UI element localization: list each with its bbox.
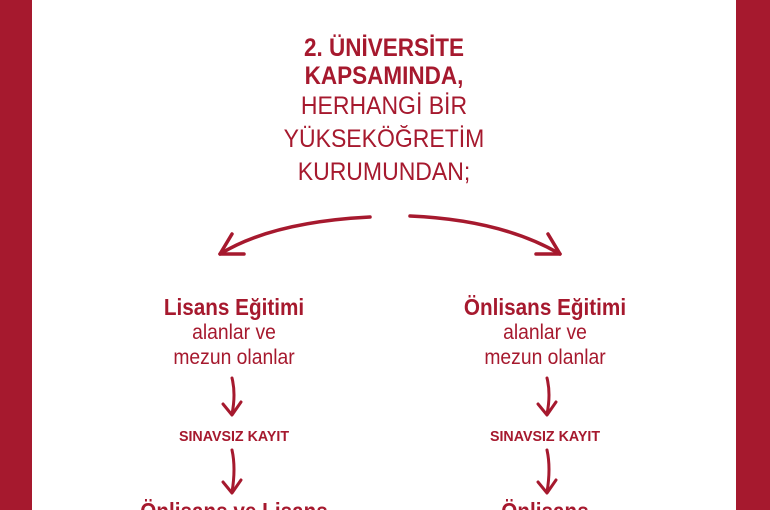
header-line-4: YÜKSEKÖĞRETİM	[283, 125, 485, 153]
column-desc-line-1: alanlar ve	[503, 321, 587, 344]
down-arrow-icon	[221, 376, 243, 417]
column-lisans: Lisans Eğitimi alanlar ve mezun olanlar …	[84, 0, 384, 510]
header-line-3: HERHANGİ BİR	[300, 92, 468, 120]
result-label: Önlisans ve Lisans	[99, 498, 369, 510]
right-arrowhead	[534, 232, 562, 256]
header-line-2: KAPSAMINDA,	[304, 62, 464, 90]
down-arrow-icon	[221, 448, 243, 495]
content-panel: 2. ÜNİVERSİTE KAPSAMINDA, HERHANGİ BİR Y…	[32, 0, 736, 510]
kayit-label: SINAVSIZ KAYIT	[489, 428, 601, 445]
column-title: Lisans Eğitimi	[163, 294, 305, 320]
column-desc-line-2: mezun olanlar	[484, 346, 606, 369]
header-line-1: 2. ÜNİVERSİTE	[303, 34, 465, 62]
left-curved-arrow	[218, 215, 372, 256]
down-arrow-icon	[536, 376, 558, 417]
kayit-label: SINAVSIZ KAYIT	[178, 428, 290, 445]
right-curved-arrow	[408, 214, 562, 256]
split-arrows	[218, 214, 562, 256]
result-label: Önlisans	[410, 498, 680, 510]
left-arrowhead	[218, 232, 246, 256]
header-line-5: KURUMUNDAN;	[297, 158, 471, 186]
column-desc-line-1: alanlar ve	[192, 321, 276, 344]
down-arrow-icon	[536, 448, 558, 495]
column-onlisans: Önlisans Eğitimi alanlar ve mezun olanla…	[395, 0, 695, 510]
column-desc-line-2: mezun olanlar	[173, 346, 295, 369]
column-title: Önlisans Eğitimi	[463, 294, 627, 320]
